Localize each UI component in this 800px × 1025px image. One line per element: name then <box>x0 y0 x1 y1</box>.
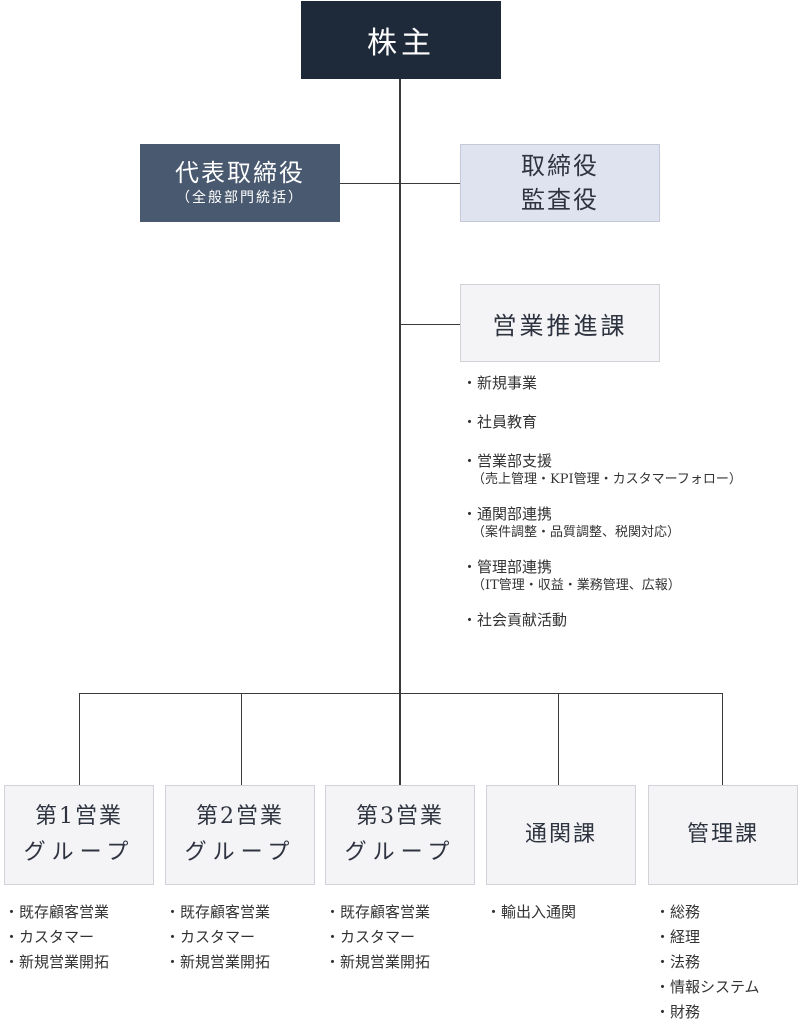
dept3-connector <box>399 693 401 785</box>
dept2-connector <box>241 693 242 785</box>
dept-label-line1: 第2営業 <box>196 804 284 829</box>
promo-connector <box>400 324 460 325</box>
dept-customs: 通関課 <box>486 785 636 885</box>
sales-promotion-label: 営業推進課 <box>492 311 628 340</box>
duty-item: ・社員教育 <box>462 413 538 431</box>
duty-item: ・既存顧客営業 <box>4 903 110 921</box>
dept-label-line2: グループ <box>184 840 296 865</box>
dept-bus-connector <box>79 693 723 694</box>
duty-detail: （売上管理・KPI管理・カスタマーフォロー） <box>472 472 742 487</box>
dept-label: 管理課 <box>686 822 759 847</box>
directors-line1: 取締役 <box>521 152 599 180</box>
dept-sales-group-1: 第1営業 グループ <box>4 785 154 885</box>
sales-promotion-box: 営業推進課 <box>460 284 660 362</box>
dept-administration: 管理課 <box>648 785 798 885</box>
duty-item: ・新規事業 <box>462 374 538 392</box>
trunk-connector <box>399 79 401 694</box>
dept-sales-group-2: 第2営業 グループ <box>165 785 315 885</box>
dept-1-duties: ・既存顧客営業 ・カスタマー ・新規営業開拓 <box>4 900 109 975</box>
ceo-title: 代表取締役 <box>175 159 305 187</box>
duty-item: ・カスタマー <box>165 928 256 946</box>
duty-item: ・既存顧客営業 <box>165 903 271 921</box>
dept-customs-duties: ・輸出入通関 <box>486 900 576 925</box>
dept-sales-group-3: 第3営業 グループ <box>325 785 475 885</box>
dept-label: 通関課 <box>524 822 597 847</box>
duty-item: ・法務 <box>655 953 701 971</box>
duty-item: ・新規営業開拓 <box>4 953 110 971</box>
duty-item: ・カスタマー <box>325 928 416 946</box>
dept1-connector <box>79 693 80 785</box>
ceo-connector <box>340 183 460 184</box>
shareholder-label: 株主 <box>367 26 435 61</box>
dept5-connector <box>722 693 723 785</box>
directors-line2: 監査役 <box>521 186 599 214</box>
duty-detail: （案件調整・品質調整、税関対応） <box>472 525 681 540</box>
dept-label-line2: グループ <box>23 840 135 865</box>
duty-item: ・総務 <box>655 903 701 921</box>
dept-label-line2: グループ <box>344 840 456 865</box>
dept-2-duties: ・既存顧客営業 ・カスタマー ・新規営業開拓 <box>165 900 270 975</box>
shareholder-box: 株主 <box>301 1 501 79</box>
dept4-connector <box>558 693 559 785</box>
dept-3-duties: ・既存顧客営業 ・カスタマー ・新規営業開拓 <box>325 900 430 975</box>
duty-item: ・社会貢献活動 <box>462 611 568 629</box>
duty-item: ・通関部連携 （案件調整・品質調整、税関対応） <box>462 504 800 542</box>
duty-item: ・輸出入通関 <box>486 903 577 921</box>
sales-promotion-duties: ・新規事業 ・社員教育 ・営業部支援 （売上管理・KPI管理・カスタマーフォロー… <box>462 373 800 649</box>
dept-label-line1: 第3営業 <box>356 804 444 829</box>
dept-label-line1: 第1営業 <box>35 804 123 829</box>
duty-item: ・営業部支援 （売上管理・KPI管理・カスタマーフォロー） <box>462 451 800 489</box>
directors-box: 取締役 監査役 <box>460 144 660 222</box>
duty-item: ・情報システム <box>655 978 760 996</box>
duty-detail: （IT管理・収益・業務管理、広報） <box>472 578 681 593</box>
duty-item: ・新規営業開拓 <box>165 953 271 971</box>
duty-item: ・財務 <box>655 1003 701 1021</box>
ceo-box: 代表取締役 （全般部門統括） <box>140 144 340 222</box>
duty-item: ・新規営業開拓 <box>325 953 431 971</box>
duty-item: ・管理部連携 （IT管理・収益・業務管理、広報） <box>462 557 800 595</box>
duty-item: ・経理 <box>655 928 701 946</box>
dept-admin-duties: ・総務 ・経理 ・法務 ・情報システム ・財務 <box>655 900 760 1025</box>
ceo-subtitle: （全般部門統括） <box>176 190 304 206</box>
duty-item: ・既存顧客営業 <box>325 903 431 921</box>
duty-item: ・カスタマー <box>4 928 95 946</box>
